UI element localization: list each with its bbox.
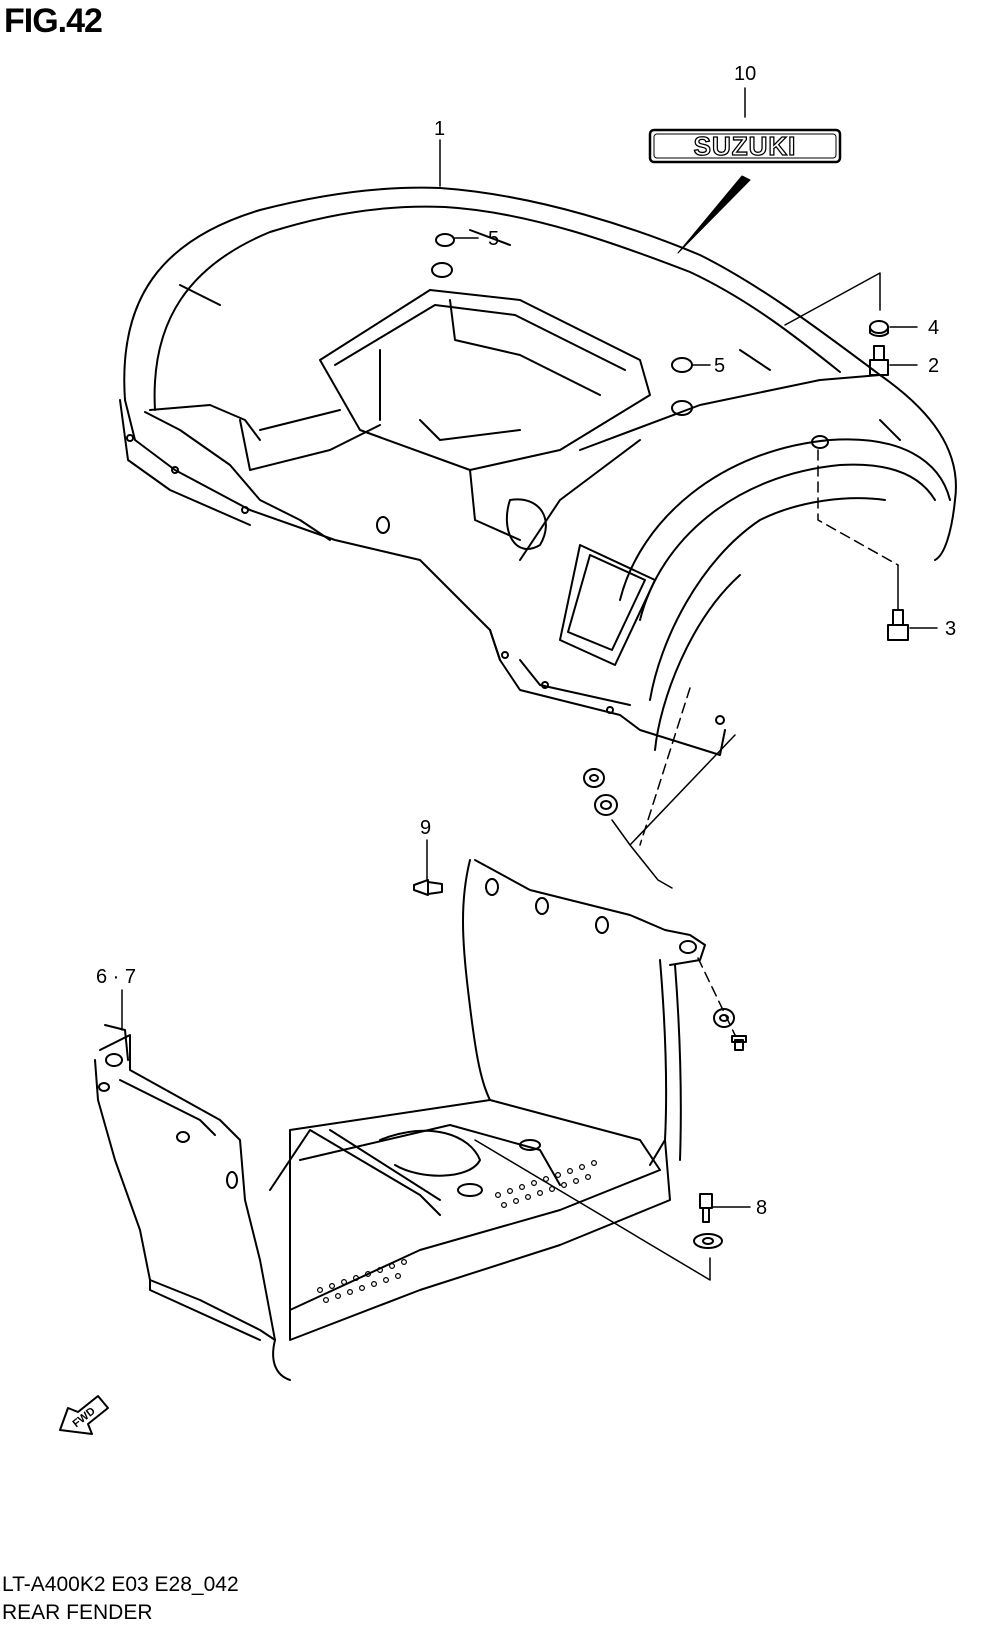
rear-fender-part bbox=[119, 186, 957, 756]
figure-title: FIG.42 bbox=[4, 2, 103, 40]
bolt-3 bbox=[887, 609, 909, 641]
dashed-leaders bbox=[639, 449, 899, 1036]
bolt-2 bbox=[869, 345, 889, 376]
callout-3: 3 bbox=[945, 618, 956, 640]
callout-1: 1 bbox=[434, 118, 445, 140]
callout-4: 4 bbox=[928, 317, 939, 339]
callout-5-mid: 5 bbox=[714, 355, 725, 377]
callout-6-7: 6 · 7 bbox=[96, 966, 136, 988]
bolt-8 bbox=[693, 1193, 723, 1249]
suzuki-logo-text: SUZUKI bbox=[694, 131, 797, 161]
suzuki-emblem: SUZUKI bbox=[648, 128, 842, 164]
footrest-perforations bbox=[317, 1159, 597, 1303]
callout-2: 2 bbox=[928, 355, 939, 377]
grommet-4 bbox=[869, 320, 889, 337]
model-code: LT-A400K2 E03 E28_042 bbox=[2, 1573, 239, 1596]
part-group-name: REAR FENDER bbox=[2, 1601, 153, 1624]
callout-10: 10 bbox=[734, 63, 756, 85]
callout-5-top: 5 bbox=[488, 228, 499, 250]
callout-9: 9 bbox=[420, 817, 431, 839]
washer-bolt-left bbox=[583, 768, 618, 816]
footrest-mudguard-part bbox=[94, 859, 706, 1381]
clip-9 bbox=[413, 879, 443, 896]
fwd-arrow-icon bbox=[59, 1395, 109, 1435]
washer-bolt-right bbox=[713, 1008, 747, 1051]
leader-lines bbox=[121, 87, 938, 1281]
logo-pointer bbox=[677, 175, 751, 254]
callout-8: 8 bbox=[756, 1197, 767, 1219]
